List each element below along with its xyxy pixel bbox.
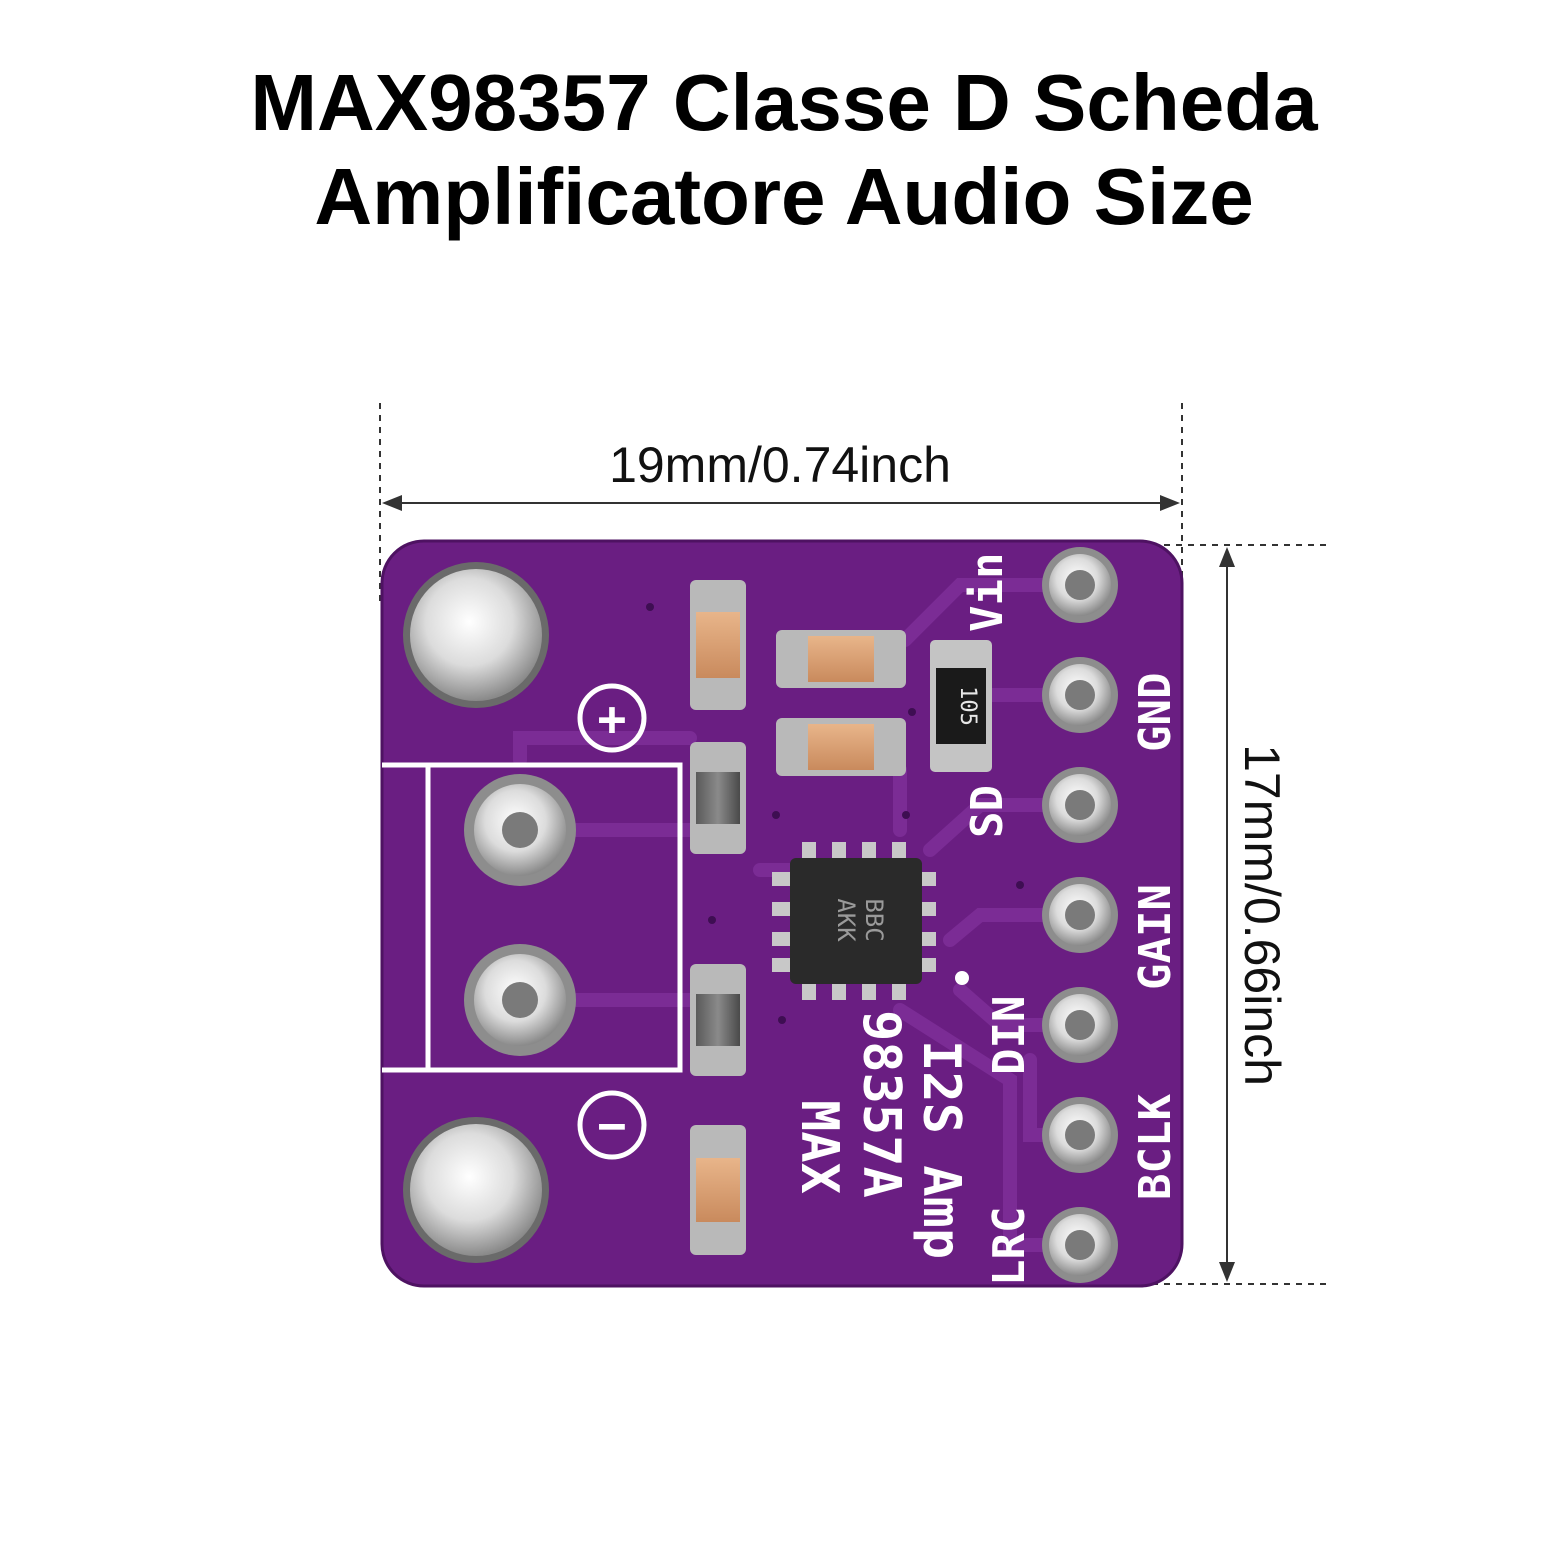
pin-labels: Vin GND SD GAIN DIN BCLK LRC (962, 553, 1181, 1286)
svg-text:98357A: 98357A (851, 1010, 911, 1198)
terminal-block-outline (382, 762, 683, 1073)
pin-din-pad (1042, 987, 1118, 1063)
svg-text:I2S Amp: I2S Amp (911, 1040, 971, 1259)
inductor-l1 (690, 742, 746, 854)
capacitor-c2 (776, 630, 906, 688)
capacitor-c1 (690, 580, 746, 710)
page-title-line-1: MAX98357 Classe D Scheda (250, 58, 1318, 147)
mounting-hole-top (403, 562, 549, 708)
amplifier-ic-chip: AKK BBC (772, 842, 969, 1000)
capacitor-c3 (776, 718, 906, 776)
capacitor-c4 (690, 1125, 746, 1255)
inductor-l2 (690, 964, 746, 1076)
page-title-line-2: Amplificatore Audio Size (314, 152, 1254, 241)
svg-text:105: 105 (955, 686, 980, 726)
plus-marker-icon: + (577, 683, 647, 753)
minus-marker-icon: − (577, 1090, 647, 1160)
pin-sd-pad (1042, 767, 1118, 843)
pin-vin-pad (1042, 547, 1118, 623)
svg-text:−: − (598, 1098, 627, 1154)
svg-text:BBC: BBC (860, 898, 888, 941)
mounting-hole-bottom (403, 1117, 549, 1263)
resistor-105: 105 (930, 640, 992, 772)
pcb-vias (646, 603, 1024, 1024)
pin-label-gnd: GND (1130, 673, 1181, 752)
pin-label-din: DIN (984, 996, 1035, 1075)
pin-label-gain: GAIN (1130, 884, 1181, 990)
pin-label-lrc: LRC (984, 1207, 1035, 1286)
header-pins (1042, 547, 1118, 1283)
svg-text:+: + (598, 691, 627, 747)
pin-bclk-pad (1042, 1097, 1118, 1173)
pin-label-sd: SD (962, 785, 1013, 838)
board-silkscreen-text: MAX 98357A I2S Amp (789, 1010, 971, 1259)
pin-label-bclk: BCLK (1130, 1094, 1181, 1200)
svg-text:AKK: AKK (832, 898, 860, 942)
svg-text:MAX: MAX (789, 1100, 849, 1194)
speaker-pad-negative (464, 944, 576, 1056)
pin-gnd-pad (1042, 657, 1118, 733)
speaker-pad-positive (464, 774, 576, 886)
pin-lrc-pad (1042, 1207, 1118, 1283)
width-dimension-label: 19mm/0.74inch (609, 437, 951, 493)
pin-gain-pad (1042, 877, 1118, 953)
pin-label-vin: Vin (962, 553, 1013, 632)
